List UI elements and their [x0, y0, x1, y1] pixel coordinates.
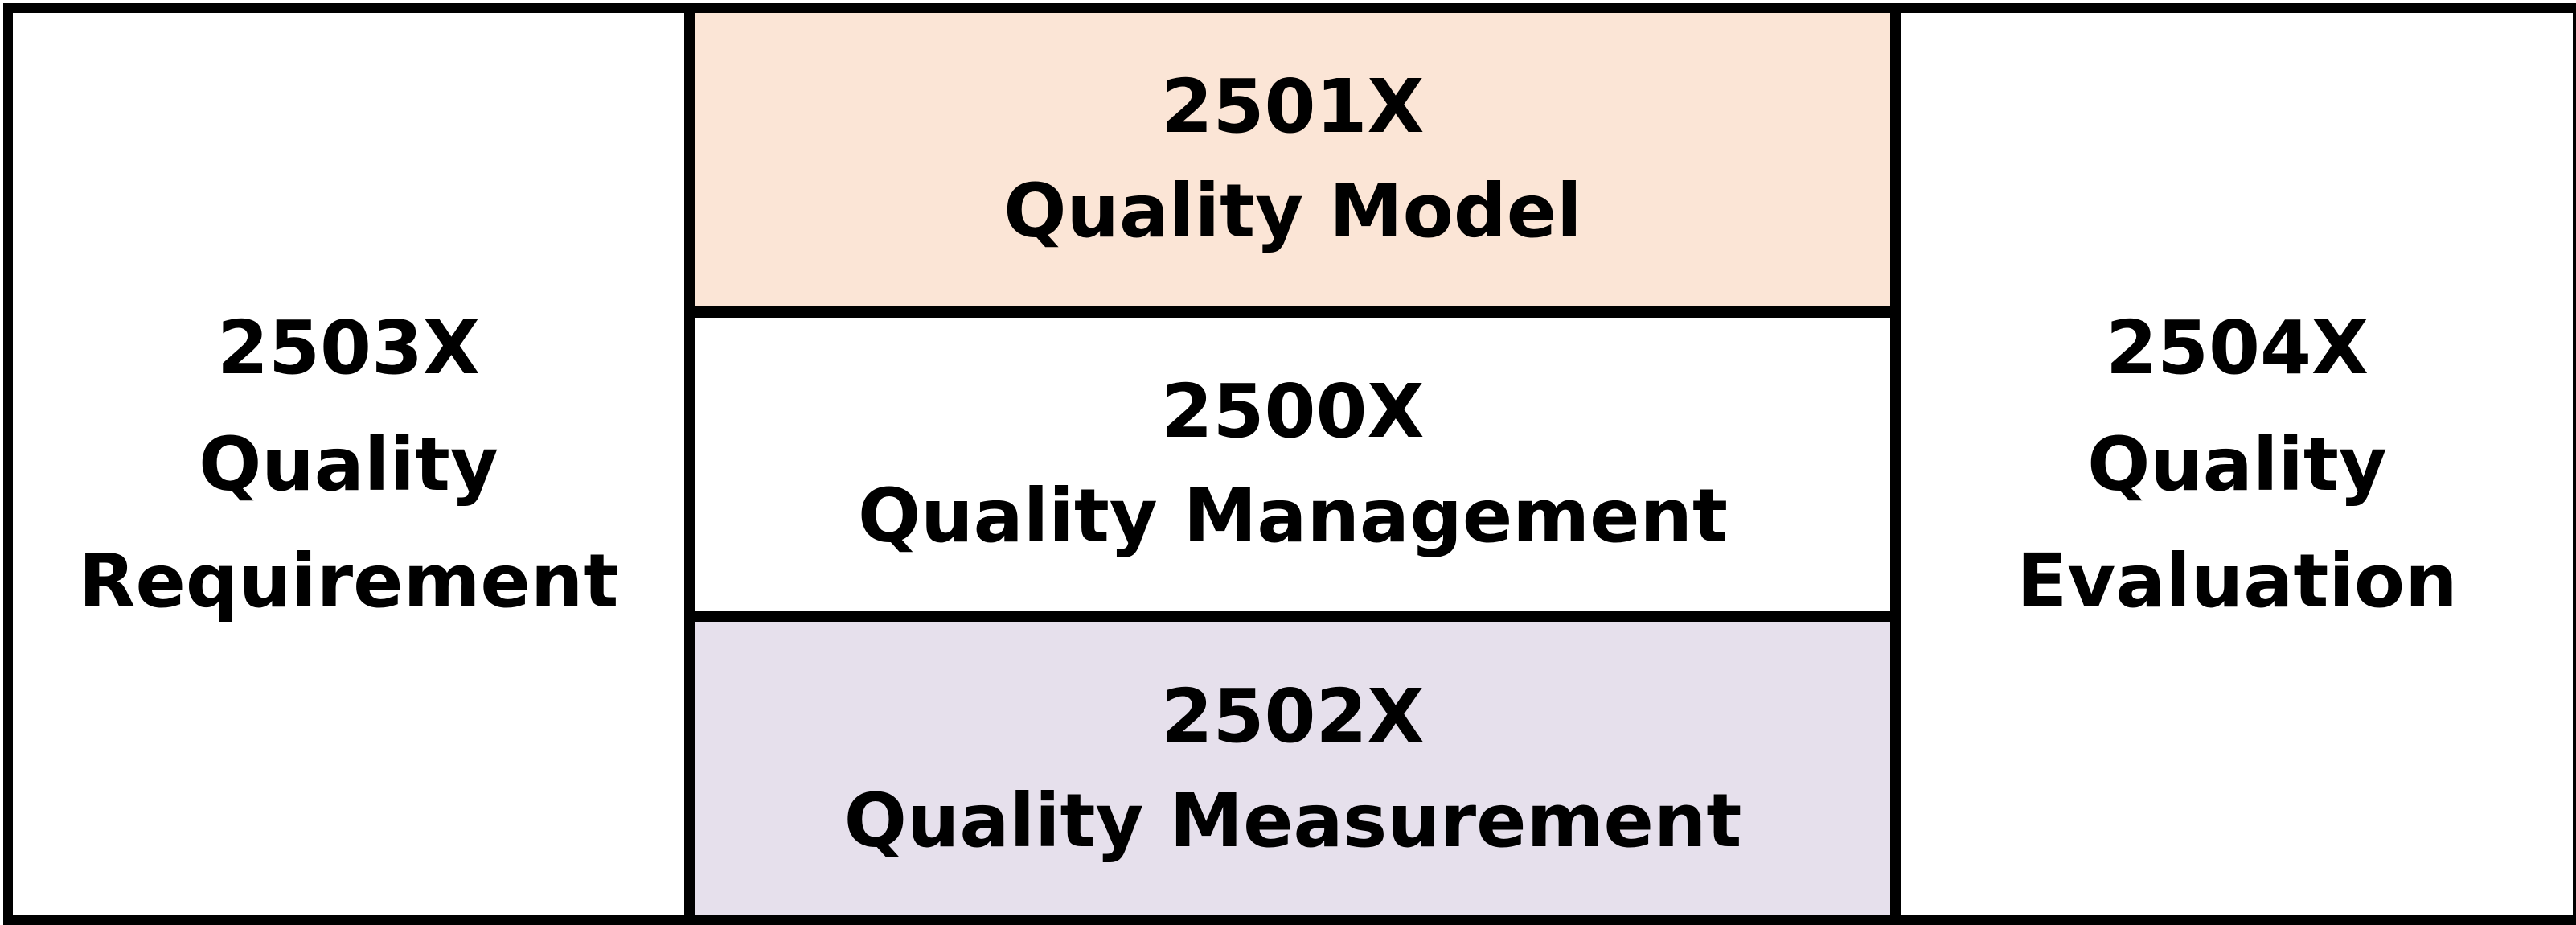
quality-evaluation-label-line2: Evaluation	[2016, 537, 2458, 624]
quality-measurement-box: 2502X Quality Measurement	[695, 610, 1890, 916]
quality-model-code: 2501X	[1161, 64, 1425, 150]
quality-measurement-label: Quality Measurement	[843, 777, 1742, 864]
quality-evaluation-text: 2504X Quality Evaluation	[2016, 290, 2457, 639]
quality-management-box: 2500X Quality Management	[695, 317, 1890, 611]
quality-requirement-code: 2503X	[216, 304, 480, 391]
quality-model-label: Quality Model	[1003, 168, 1582, 255]
diagram-frame: 2503X Quality Requirement 2501X Quality …	[3, 3, 2576, 925]
quality-requirement-label-line1: Quality	[199, 421, 498, 508]
quality-evaluation-code: 2504X	[2105, 304, 2369, 391]
middle-column: 2501X Quality Model 2500X Quality Manage…	[695, 13, 1890, 916]
quality-requirement-label-line2: Requirement	[78, 537, 619, 624]
quality-requirement-text: 2503X Quality Requirement	[79, 290, 619, 639]
quality-evaluation-box: 2504X Quality Evaluation	[1890, 13, 2573, 915]
quality-model-box: 2501X Quality Model	[695, 13, 1890, 318]
quality-measurement-code: 2502X	[1161, 672, 1425, 759]
quality-requirement-box: 2503X Quality Requirement	[13, 13, 695, 915]
quality-management-label: Quality Management	[857, 473, 1729, 559]
quality-evaluation-label-line1: Quality	[2087, 421, 2387, 508]
quality-management-code: 2500X	[1161, 368, 1425, 454]
